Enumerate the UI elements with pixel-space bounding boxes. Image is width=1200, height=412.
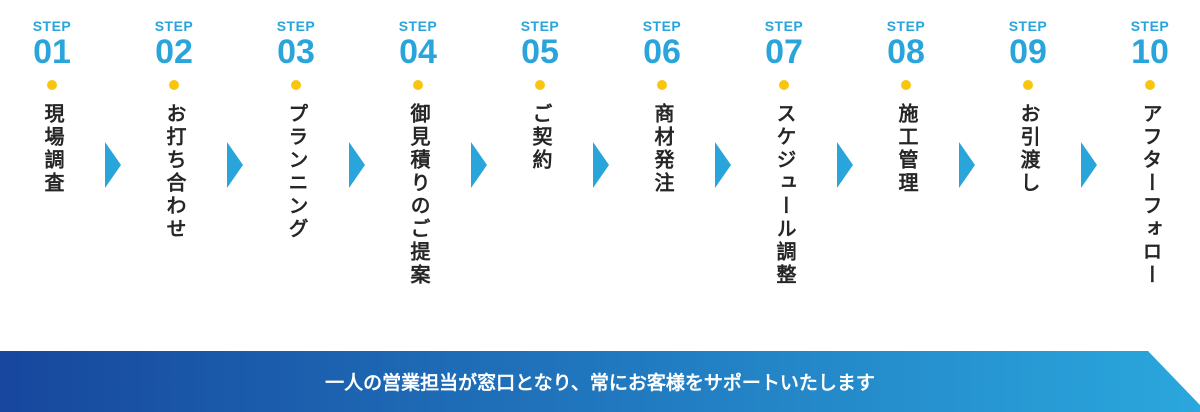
step-dot	[901, 80, 911, 90]
step-number: 10	[1131, 33, 1169, 71]
step-item-03: STEP 03 プランニング	[244, 0, 348, 241]
step-word: STEP	[1130, 18, 1170, 34]
step-dot	[47, 80, 57, 90]
step-word: STEP	[32, 18, 72, 34]
step-label: スケジュール調整	[773, 103, 795, 287]
step-word: STEP	[886, 18, 926, 34]
process-flow: STEP 01 現場調査 STEP 02 お打ち合わせ STEP 03 プランニ…	[0, 0, 1200, 287]
step-label: 商材発注	[651, 103, 673, 195]
step-item-04: STEP 04 御見積りのご提案	[366, 0, 470, 287]
step-item-02: STEP 02 お打ち合わせ	[122, 0, 226, 241]
step-number: 01	[33, 33, 71, 71]
step-word: STEP	[1008, 18, 1048, 34]
step-label: 御見積りのご提案	[407, 103, 429, 287]
step-dot	[1023, 80, 1033, 90]
support-banner-text: 一人の営業担当が窓口となり、常にお客様をサポートいたします	[325, 373, 875, 394]
step-number: 06	[643, 33, 681, 71]
step-item-05: STEP 05 ご契約	[488, 0, 592, 172]
step-item-06: STEP 06 商材発注	[610, 0, 714, 195]
arrow-right-icon	[105, 142, 121, 188]
step-item-07: STEP 07 スケジュール調整	[732, 0, 836, 287]
step-word: STEP	[154, 18, 194, 34]
step-number: 05	[521, 33, 559, 71]
step-word: STEP	[276, 18, 316, 34]
arrow-right-icon	[1081, 142, 1097, 188]
step-dot	[291, 80, 301, 90]
arrow-right-icon	[471, 142, 487, 188]
step-item-09: STEP 09 お引渡し	[976, 0, 1080, 195]
step-label: お打ち合わせ	[163, 103, 185, 241]
step-word: STEP	[642, 18, 682, 34]
step-number: 09	[1009, 33, 1047, 71]
arrow-right-icon	[715, 142, 731, 188]
step-word: STEP	[520, 18, 560, 34]
step-label: ご契約	[529, 103, 551, 172]
step-word: STEP	[398, 18, 438, 34]
arrow-right-icon	[959, 142, 975, 188]
step-dot	[1145, 80, 1155, 90]
step-dot	[413, 80, 423, 90]
step-item-08: STEP 08 施工管理	[854, 0, 958, 195]
arrow-right-icon	[349, 142, 365, 188]
step-number: 03	[277, 33, 315, 71]
arrow-right-icon	[593, 142, 609, 188]
step-item-01: STEP 01 現場調査	[0, 0, 104, 195]
step-dot	[657, 80, 667, 90]
step-number: 08	[887, 33, 925, 71]
arrow-right-icon	[837, 142, 853, 188]
step-dot	[535, 80, 545, 90]
support-banner: 一人の営業担当が窓口となり、常にお客様をサポートいたします	[0, 351, 1200, 412]
step-dot	[169, 80, 179, 90]
arrow-right-icon	[227, 142, 243, 188]
step-word: STEP	[764, 18, 804, 34]
step-item-10: STEP 10 アフターフォロー	[1098, 0, 1200, 287]
step-number: 04	[399, 33, 437, 71]
step-label: プランニング	[285, 103, 307, 241]
step-label: アフターフォロー	[1139, 103, 1161, 287]
step-number: 07	[765, 33, 803, 71]
step-label: お引渡し	[1017, 103, 1039, 195]
step-dot	[779, 80, 789, 90]
step-label: 施工管理	[895, 103, 917, 195]
step-label: 現場調査	[41, 103, 63, 195]
step-number: 02	[155, 33, 193, 71]
